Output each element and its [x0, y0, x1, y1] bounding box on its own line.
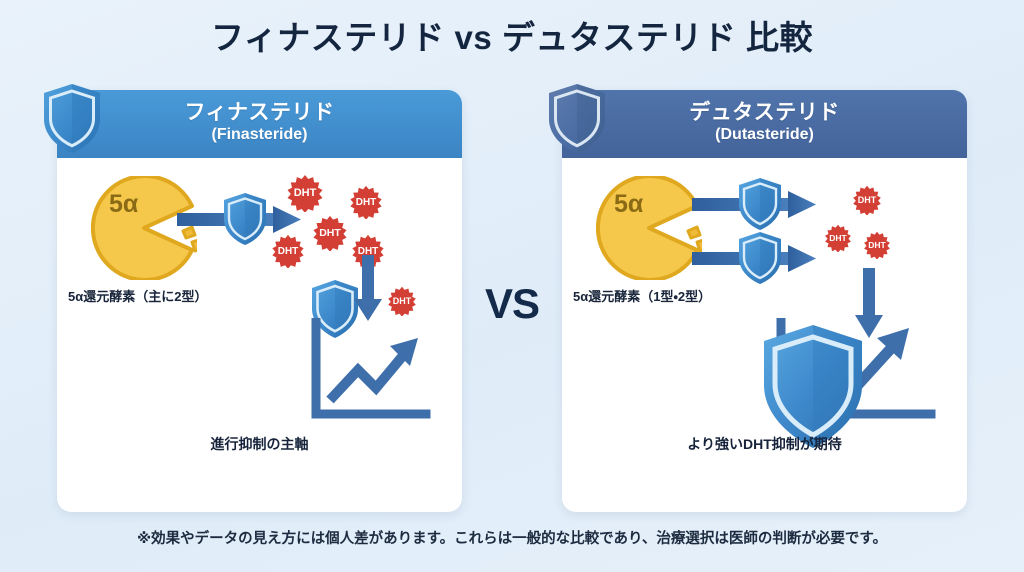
shield-icon: [764, 325, 862, 448]
enzyme-label: 5α還元酵素（1型・2型）: [573, 289, 712, 304]
dht-badge: DHT: [271, 234, 305, 268]
dht-badge-label: DHT: [857, 195, 877, 205]
card-title-jp: フィナステリド: [184, 101, 335, 125]
card-finasteride: フィナステリド (Finasteride) 5α: [44, 84, 462, 512]
blocked-arrow-group: [177, 193, 301, 245]
card-header-dutasteride: デュタステリド (Dutasteride): [562, 90, 967, 158]
blocked-arrow-group: [692, 232, 816, 284]
dht-badge-label: DHT: [319, 227, 341, 239]
card-body-finasteride: 5α: [57, 158, 462, 512]
dht-badge: DHT: [852, 185, 882, 215]
dht-badge-label: DHT: [829, 233, 847, 243]
dht-badge-label: DHT: [293, 187, 317, 199]
down-arrow-icon: [855, 268, 883, 338]
blocked-arrow-group: [692, 178, 816, 230]
dht-badge: DHT: [349, 185, 383, 219]
enzyme-pacman-icon: [91, 176, 197, 280]
chart-label: より強いDHT抑制が期待: [687, 436, 842, 452]
enzyme-pacman-icon: [596, 176, 702, 280]
enzyme-symbol: 5α: [614, 190, 644, 218]
dht-badge: DHT: [387, 286, 417, 316]
card-title-en: (Dutasteride): [715, 126, 814, 144]
card-header-finasteride: フィナステリド (Finasteride): [57, 90, 462, 158]
vs-divider-label: VS: [484, 280, 540, 327]
dht-badge-label: DHT: [277, 245, 299, 257]
enzyme-label: 5α還元酵素（主に2型）: [68, 289, 208, 304]
dht-badge: DHT: [286, 174, 324, 212]
shield-icon: [312, 280, 358, 338]
dht-badge-label: DHT: [868, 240, 886, 250]
page-title: フィナステリド vs デュタステリド 比較: [210, 19, 814, 56]
dht-badge-label: DHT: [357, 245, 379, 257]
chart-label: 進行抑制の主軸: [210, 436, 309, 452]
dht-badge: DHT: [863, 231, 891, 259]
card-dutasteride: デュタステリド (Dutasteride) 5α: [549, 84, 967, 512]
card-title-en: (Finasteride): [211, 126, 308, 144]
dht-badge-label: DHT: [392, 296, 412, 306]
card-title-jp: デュタステリド: [689, 101, 840, 125]
shield-icon: [549, 84, 605, 153]
dht-badge: DHT: [824, 224, 852, 252]
dht-badge: DHT: [351, 234, 385, 268]
dht-badge-label: DHT: [355, 196, 377, 208]
dht-badge: DHT: [312, 215, 348, 251]
card-body-dutasteride: 5α: [562, 158, 967, 512]
down-arrow-icon: [354, 255, 382, 321]
enzyme-symbol: 5α: [109, 190, 139, 218]
growth-chart-icon: [311, 318, 431, 419]
footer-disclaimer: ※効果やデータの見え方には個人差があります。これらは一般的な比較であり、治療選択…: [137, 531, 887, 547]
shield-icon: [44, 84, 100, 153]
